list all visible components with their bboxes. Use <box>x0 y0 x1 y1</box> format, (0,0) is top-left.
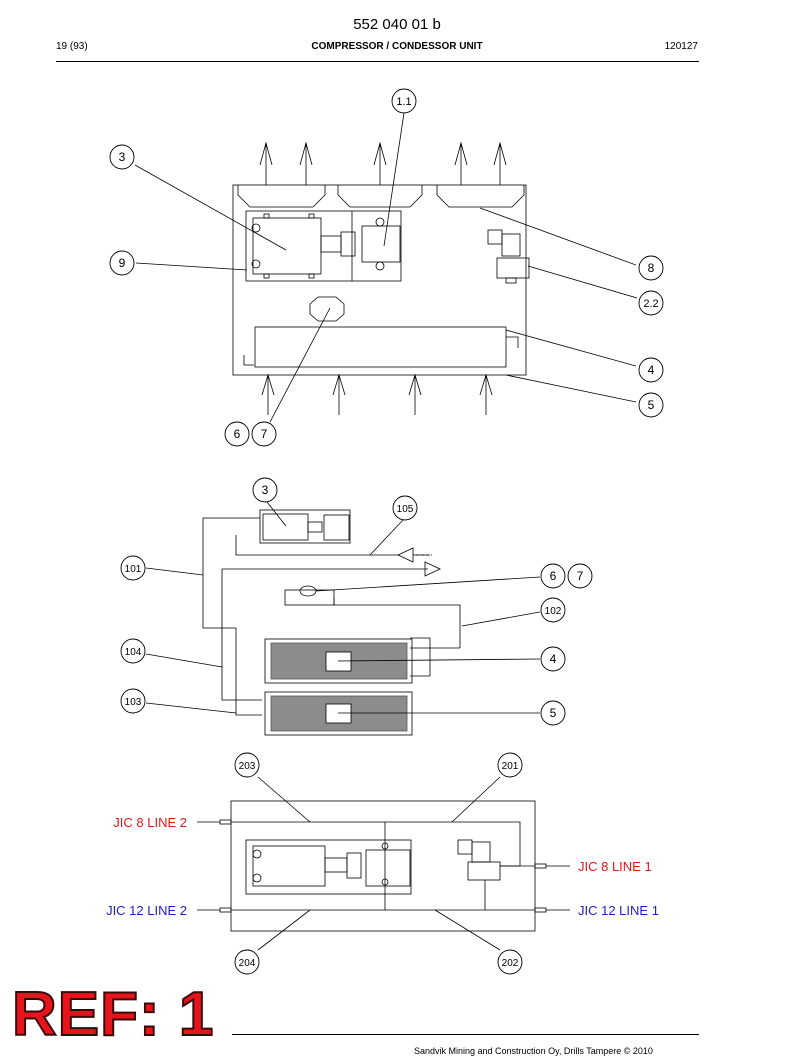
schematic-evaporator <box>264 691 413 736</box>
filter-drier <box>496 257 530 279</box>
line-103 <box>235 628 262 716</box>
callout-circles <box>109 88 664 975</box>
callout-5: 5 <box>648 398 655 412</box>
callout-102: 102 <box>545 606 562 617</box>
callout-204: 204 <box>239 958 256 969</box>
callout-105: 105 <box>397 504 414 515</box>
callout-labels: 1.1 3 9 8 2.2 4 5 6 7 3 105 101 6 7 102 … <box>119 96 659 969</box>
callout-8: 8 <box>648 261 655 275</box>
callout-7: 7 <box>261 427 268 441</box>
callout-6-schematic: 6 <box>550 569 557 583</box>
label-jic12-line2: JIC 12 LINE 2 <box>106 903 187 918</box>
callout-4-schematic: 4 <box>550 652 557 666</box>
connection-ports <box>197 819 570 913</box>
bottom-leader-lines <box>257 776 501 951</box>
callout-3: 3 <box>119 150 126 164</box>
callout-6: 6 <box>234 427 241 441</box>
callout-7-schematic: 7 <box>577 569 584 583</box>
top-leader-lines <box>134 112 638 423</box>
label-jic8-line1: JIC 8 LINE 1 <box>578 859 652 874</box>
callout-2-2: 2.2 <box>643 298 658 310</box>
connections-view <box>197 776 570 951</box>
document-date: 120127 <box>664 41 698 52</box>
line-104 <box>221 568 428 701</box>
compressor-bay <box>245 210 402 282</box>
fan-housing-left <box>237 185 326 208</box>
header-rule <box>56 61 699 62</box>
reference-stamp: REF: 1 <box>11 980 215 1049</box>
page-number: 19 (93) <box>56 41 88 52</box>
pipe-jic12-line <box>231 880 486 911</box>
footer-copyright: Sandvik Mining and Construction Oy, Dril… <box>414 1046 653 1056</box>
callout-104: 104 <box>125 647 142 658</box>
callout-101: 101 <box>125 564 142 575</box>
label-jic8-line2: JIC 8 LINE 2 <box>113 815 187 830</box>
callout-103: 103 <box>125 697 142 708</box>
callout-201: 201 <box>502 761 519 772</box>
unit-layout-view <box>134 112 638 423</box>
connection-labels: JIC 8 LINE 2 JIC 8 LINE 1 JIC 12 LINE 2 … <box>106 815 659 918</box>
callout-3-schematic: 3 <box>262 483 269 497</box>
schematic-compressor <box>259 509 351 544</box>
callout-203: 203 <box>239 761 256 772</box>
line-102 <box>333 598 461 648</box>
middle-leader-lines <box>145 501 541 714</box>
callout-202: 202 <box>502 958 519 969</box>
refrigerant-schematic-view <box>145 501 541 736</box>
fan-housing-center <box>337 185 423 208</box>
callout-4: 4 <box>648 363 655 377</box>
exhaust-airflow-arrows <box>259 141 507 185</box>
unit-frame <box>232 184 527 376</box>
connections-frame <box>230 800 536 932</box>
page-title: COMPRESSOR / CONDESSOR UNIT <box>311 41 483 52</box>
label-jic12-line1: JIC 12 LINE 1 <box>578 903 659 918</box>
fan-housing-right <box>436 185 525 208</box>
callout-5-schematic: 5 <box>550 706 557 720</box>
callout-1-1: 1.1 <box>396 96 411 108</box>
schematic-condenser <box>264 638 413 684</box>
document-number: 552 040 01 b <box>353 16 441 33</box>
callout-9: 9 <box>119 256 126 270</box>
line-105 <box>235 535 430 556</box>
inlet-airflow-arrows <box>261 373 493 415</box>
motor-body <box>361 225 401 263</box>
compressor-body <box>252 217 322 275</box>
schematic-receiver <box>299 585 317 597</box>
footer-rule <box>232 1034 699 1035</box>
pipe-jic8-line <box>231 821 521 867</box>
condenser-coil <box>254 326 507 368</box>
receiver <box>309 296 345 322</box>
line-101 <box>202 517 260 629</box>
